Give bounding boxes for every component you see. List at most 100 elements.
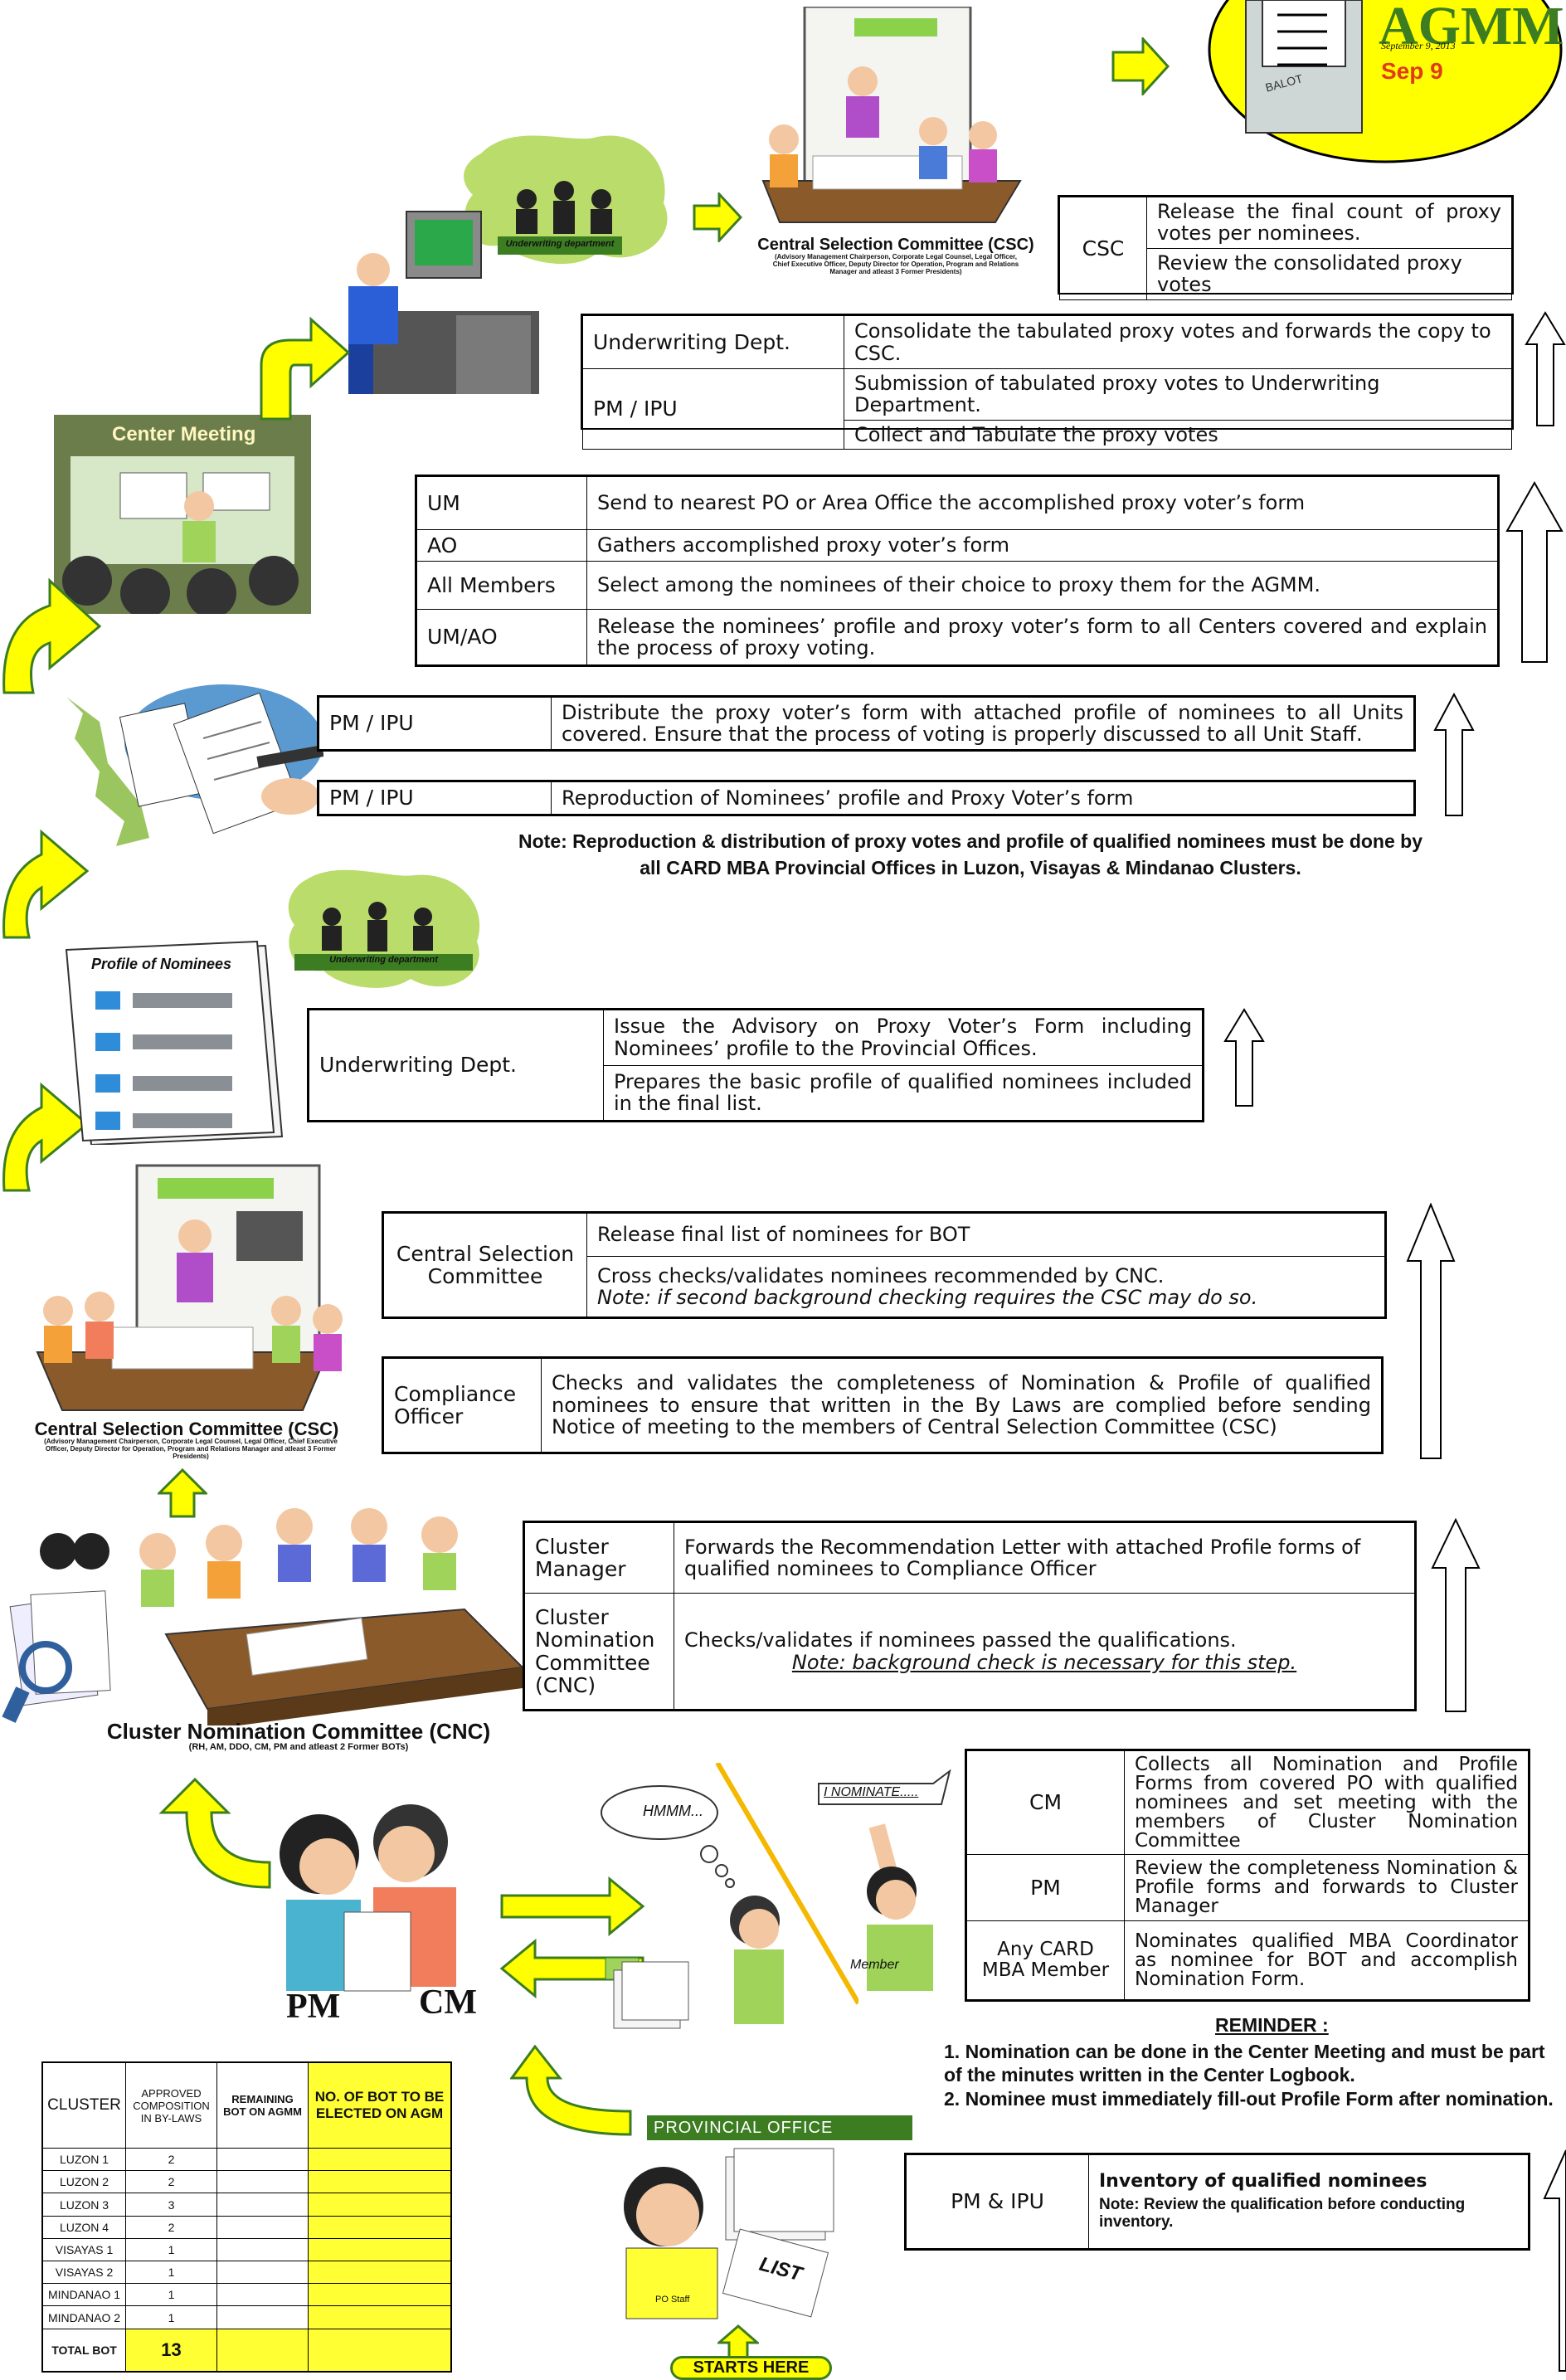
pm-cm-illustration: PM CM HMMM... (145, 1761, 861, 2045)
arrow-up-outline-icon (1433, 693, 1475, 816)
arrow-up-outline-icon (1505, 481, 1564, 663)
cluster-table: Cluster Manager Forwards the Recommendat… (523, 1521, 1417, 1711)
to-elect-count (308, 2237, 452, 2262)
cluster-name: VISAYAS 2 (41, 2261, 126, 2285)
role-um: UM (416, 476, 587, 530)
curved-arrow-icon (2, 1082, 90, 1192)
i-nominate-label: I NOMINATE..... (824, 1785, 919, 1799)
role-pm: PM (966, 1854, 1125, 1921)
role-pm-ipu-reproduce: PM / IPU (319, 781, 552, 815)
csc-subcaption-top: (Advisory Management Chairperson, Corpor… (772, 253, 1019, 275)
agmm-date-small: September 9, 2013 (1381, 40, 1456, 51)
remaining-count (216, 2237, 309, 2262)
step-validate-qualifications: Checks/validates if nominees passed the … (674, 1593, 1415, 1710)
role-cm: CM (966, 1750, 1125, 1855)
to-elect-count (308, 2215, 452, 2239)
provincial-office-illustration: PROVINCIAL OFFICE LIST PO Staff (539, 2099, 912, 2323)
step-nominate: Nominates qualified MBA Coordinator as n… (1124, 1920, 1529, 2000)
po-staff-label: PO Staff (655, 2295, 690, 2305)
to-elect-count (308, 2193, 452, 2217)
approved-count: 2 (125, 2215, 217, 2239)
to-elect-count (308, 2170, 452, 2194)
arrow-up-outline-icon (1525, 311, 1566, 426)
approved-count: 2 (125, 2148, 217, 2172)
inventory-table: PM & IPU Inventory of qualified nominees… (904, 2153, 1530, 2251)
cm-label: CM (419, 1983, 477, 2022)
cluster-name: MINDANAO 2 (41, 2305, 126, 2329)
step-review-completeness: Review the completeness Nomination & Pro… (1124, 1854, 1529, 1921)
role-pm-ipu: PM / IPU (582, 367, 844, 450)
step-issue-advisory: Issue the Advisory on Proxy Voter’s Form… (603, 1010, 1203, 1066)
step-submit-tabulated: Submission of tabulated proxy votes to U… (844, 368, 1512, 421)
remaining-count (216, 2261, 309, 2285)
arrow-up-outline-icon (1431, 1518, 1481, 1712)
to-elect-count (308, 2261, 452, 2285)
step-distribute-forms: Distribute the proxy voter’s form with a… (551, 697, 1414, 750)
step-cross-check: Cross checks/validates nominees recommen… (586, 1256, 1385, 1317)
step-cross-check-note: Note: if second background checking requ… (597, 1286, 1258, 1309)
total-to-elect (308, 2328, 452, 2373)
underwriting-label-mid: Underwriting department (329, 955, 438, 965)
role-underwriting: Underwriting Dept. (582, 315, 844, 369)
remaining-count (216, 2170, 309, 2194)
arrow-up-icon (510, 2045, 632, 2136)
provincial-office-label: PROVINCIAL OFFICE (647, 2115, 912, 2140)
header-cluster: CLUSTER (41, 2061, 126, 2149)
cnc-meeting-illustration: Cluster Nomination Committee (CNC) (RH, … (0, 1501, 531, 1759)
hmmm-label: HMMM... (643, 1803, 703, 1819)
distribution-table: PM / IPU Distribute the proxy voter’s fo… (317, 695, 1416, 752)
arrow-up-outline-icon (1406, 1203, 1456, 1459)
step-prepare-profile: Prepares the basic profile of qualified … (603, 1064, 1203, 1121)
step-compliance-check: Checks and validates the completeness of… (541, 1358, 1382, 1453)
agmm-date-big: Sep 9 (1381, 58, 1443, 84)
arrow-right-icon (693, 192, 742, 242)
step-validate-text: Checks/validates if nominees passed the … (684, 1628, 1237, 1652)
cluster-name: LUZON 2 (41, 2170, 126, 2194)
step-release-final-list: Release final list of nominees for BOT (586, 1213, 1385, 1257)
role-cluster-manager: Cluster Manager (524, 1522, 674, 1594)
tabulation-table: Underwriting Dept. Consolidate the tabul… (581, 314, 1514, 450)
starts-here-button[interactable]: STARTS HERE (670, 2356, 832, 2380)
inventory-title: Inventory of qualified nominees (1099, 2171, 1427, 2193)
step-collect-tabulate: Collect and Tabulate the proxy votes (844, 419, 1512, 450)
reproduction-note: Note: Reproduction & distribution of pro… (518, 830, 1423, 879)
agmm-badge: BALOT AGMM September 9, 2013 Sep 9 (1194, 0, 1566, 170)
underwriting-dept-illustration: Underwriting department (323, 129, 688, 427)
arrow-up-outline-icon (1223, 1008, 1265, 1107)
curved-arrow-icon (260, 316, 351, 421)
remaining-count (216, 2305, 309, 2329)
member-label: Member (850, 1958, 899, 1972)
cluster-name: LUZON 4 (41, 2215, 126, 2239)
arrow-up-icon (158, 1468, 207, 1518)
total-label: TOTAL BOT (41, 2328, 126, 2373)
header-to-elect: NO. OF BOT TO BE ELECTED ON AGM (308, 2061, 452, 2149)
remaining-count (216, 2193, 309, 2217)
csc-step-review-consolidated: Review the consolidated proxy votes (1146, 247, 1512, 300)
role-any-member: Any CARD MBA Member (966, 1920, 1125, 2000)
advisory-table: Underwriting Dept. Issue the Advisory on… (307, 1008, 1204, 1122)
role-pm-ipu-inventory: PM & IPU (906, 2154, 1089, 2249)
to-elect-count (308, 2148, 452, 2172)
step-release-profiles: Release the nominees’ profile and proxy … (586, 609, 1498, 665)
total-value: 13 (125, 2328, 217, 2373)
step-gather-forms: Gathers accomplished proxy voter’s form (586, 529, 1498, 562)
step-inventory: Inventory of qualified nominees Note: Re… (1088, 2154, 1529, 2249)
csc-meeting-illustration-top: Central Selection Committee (CSC) (Advis… (747, 5, 1045, 275)
curved-arrow-icon (2, 577, 102, 694)
nominate-illustration: I NOMINATE..... Member (817, 1767, 983, 2008)
role-central-selection: Central Selection Committee (383, 1213, 587, 1317)
csc-step-release-count: Release the final count of proxy votes p… (1146, 197, 1512, 249)
role-csc: CSC (1059, 197, 1147, 300)
step-validate-note: Note: background check is necessary for … (791, 1650, 1297, 1674)
profile-of-nominees-label: Profile of Nominees (91, 956, 232, 972)
role-pm-ipu-distribute: PM / IPU (319, 697, 552, 750)
approved-count: 1 (125, 2305, 217, 2329)
